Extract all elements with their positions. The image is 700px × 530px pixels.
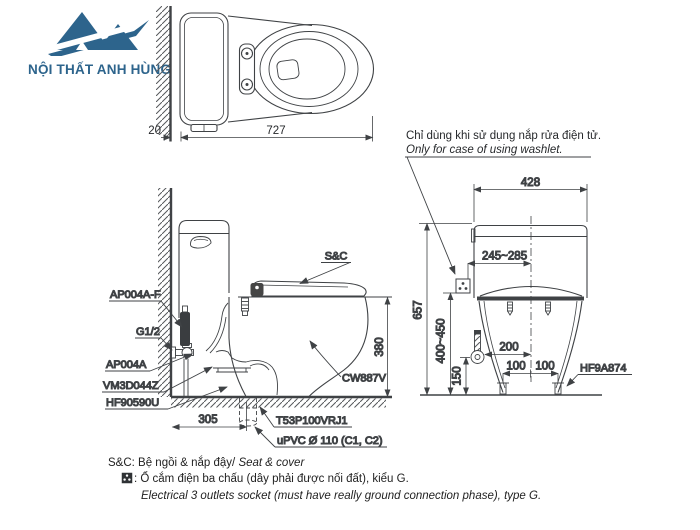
- supply-hose: [205, 302, 229, 352]
- seat-cover-side: [251, 280, 367, 297]
- stop-valve-assembly: [171, 305, 194, 397]
- seat-inner-rim: [268, 38, 346, 100]
- dim-supply-height: [443, 292, 456, 396]
- front-stop-valve: [470, 330, 485, 364]
- side-view: 380 305: [102, 188, 392, 448]
- label-stop-valve: AP004A: [106, 359, 147, 371]
- label-flange: HF90590U: [106, 397, 159, 409]
- dim-20: 20: [148, 125, 161, 137]
- outlet-socket: [455, 263, 471, 294]
- washlet-note: Chỉ dùng khi sử dụng nắp rửa điện tử. On…: [405, 129, 601, 275]
- dim-100-left: 100: [506, 361, 525, 373]
- legend-socket-en: Electrical 3 outlets socket (must have r…: [141, 490, 542, 502]
- dim-total-height: [419, 222, 472, 396]
- floor-bolts: [497, 382, 564, 395]
- dim-245-285: 245~285: [482, 251, 527, 263]
- bolt-cap-leader: [566, 374, 632, 387]
- wall-hatch-top: [156, 6, 170, 135]
- legend-sc-vi: Bệ ngồi & nắp đậy/: [138, 457, 236, 469]
- label-thread: G1/2: [136, 326, 160, 338]
- tank-lid-top-view: [184, 17, 224, 121]
- brand-name: NỘI THẤT ANH HÙNG: [28, 62, 172, 77]
- flush-recess: [190, 236, 212, 249]
- dim-width: [473, 184, 588, 222]
- washlet-leader: [406, 156, 456, 275]
- dim-drain-setout: [171, 402, 248, 431]
- dim-657: 657: [413, 300, 425, 319]
- dim-400-450: 400~450: [436, 318, 448, 363]
- side-leaders: [102, 262, 387, 448]
- legend-socket-vi: : Ổ cắm điện ba chấu (dây phải được nối …: [134, 472, 409, 485]
- dim-150: 150: [452, 366, 464, 385]
- water-nozzles: [507, 301, 551, 316]
- dim-200: 200: [499, 342, 518, 354]
- label-hose: VM3D044Z: [103, 380, 159, 392]
- socket-icon: [121, 472, 133, 490]
- label-bolt-cap: HF9A874: [580, 363, 626, 375]
- front-view: 428 657 245~285 400~450 150: [412, 176, 632, 396]
- dim-bolt-halves: [502, 369, 559, 382]
- label-supply-valve: AP004A-F: [110, 289, 161, 301]
- brand-logo: NỘI THẤT ANH HÙNG: [28, 6, 172, 77]
- label-model: CW887V: [342, 373, 387, 385]
- seat-hinge: [238, 43, 256, 95]
- legend-socket: : Ổ cắm điện ba chấu (dây phải được nối …: [108, 472, 541, 490]
- legend-seat-cover: S&C: Bệ ngồi & nắp đậy/ Seat & cover: [108, 456, 541, 472]
- washlet-unit: [250, 283, 264, 296]
- bowl-profile: [308, 296, 369, 397]
- tank-top-view: [179, 12, 229, 126]
- dim-727: 727: [266, 125, 285, 137]
- label-seat-cover: S&C: [325, 251, 348, 263]
- seat-outline: [259, 31, 359, 107]
- dim-top-depth: [161, 116, 374, 142]
- tank-side-notch: [471, 228, 476, 243]
- top-view: 727 20: [148, 6, 375, 142]
- brand-logo-mark: [46, 12, 150, 58]
- body-edge-bottom: [227, 111, 313, 123]
- bidet-fitting: [241, 297, 249, 316]
- cover-recess: [276, 59, 300, 81]
- drain-assembly: [213, 350, 278, 396]
- tank-side: [178, 219, 230, 318]
- bowl-right: [557, 300, 583, 393]
- floor-hatch-side: [171, 398, 386, 408]
- legend: S&C: Bệ ngồi & nắp đậy/ Seat & cover : Ổ…: [108, 456, 541, 505]
- dim-428: 428: [521, 177, 540, 189]
- dim-305: 305: [198, 414, 217, 426]
- dim-supply-offset: [460, 356, 470, 396]
- legend-sc-key: S&C:: [108, 457, 135, 469]
- legend-sc-en: Seat & cover: [238, 457, 305, 469]
- body-edge-top: [227, 15, 313, 27]
- label-pipe: uPVC Ø 110 (C1, C2): [277, 435, 383, 447]
- washlet-note-en: Only for case of using washlet.: [406, 144, 563, 156]
- upvc-pipe: [239, 398, 257, 427]
- cover-outline: [247, 23, 375, 115]
- washlet-note-vi: Chỉ dùng khi sử dụng nắp rửa điện tử.: [406, 129, 601, 142]
- label-drain-joint: T53P100VRJ1: [276, 415, 348, 427]
- pedestal-front: [228, 297, 247, 397]
- supply-valve-unit: [180, 312, 190, 346]
- dim-380: 380: [374, 337, 386, 356]
- dim-100-right: 100: [535, 361, 554, 373]
